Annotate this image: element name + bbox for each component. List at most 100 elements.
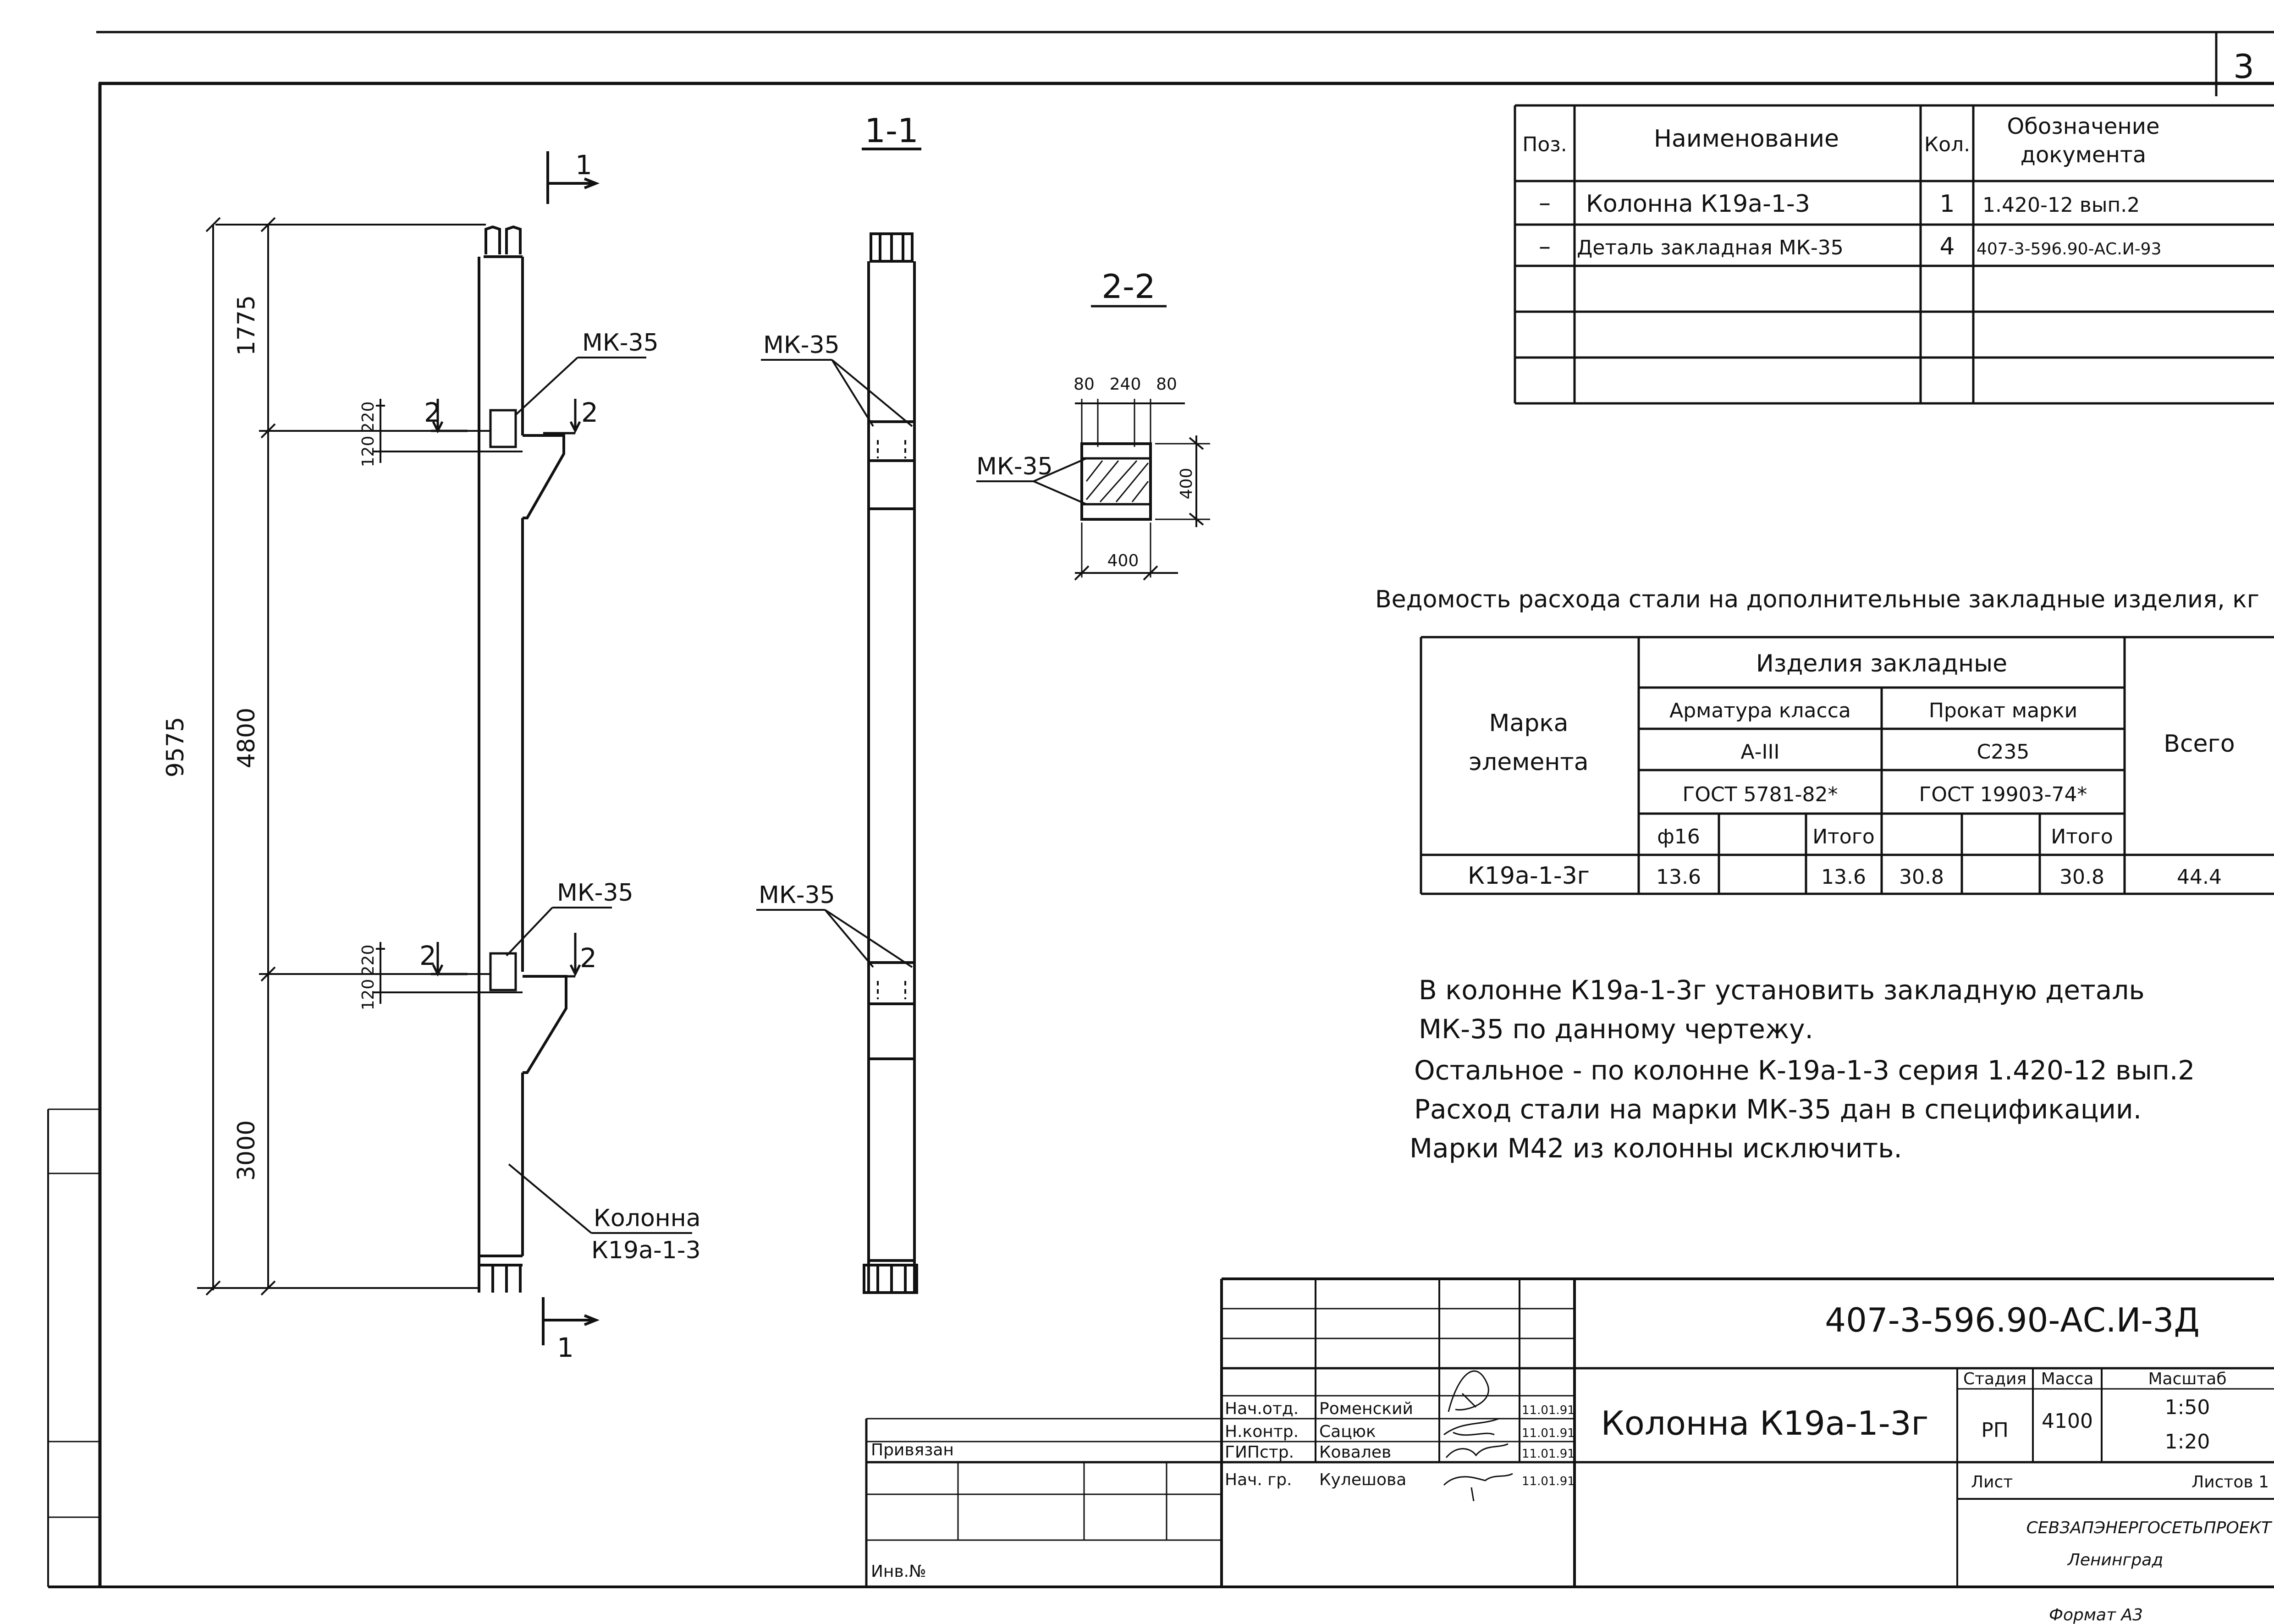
tb-mass: 4100 xyxy=(2042,1409,2093,1433)
spec-r1-qty: 1 xyxy=(1939,190,1955,218)
tb-stage: РП xyxy=(1981,1419,2009,1442)
tb-scale-1: 1:50 xyxy=(2165,1396,2210,1419)
steel-sub-5: Итого xyxy=(2051,825,2113,848)
elevation-dimensions xyxy=(197,217,523,1296)
spec-h-qty: Кол. xyxy=(1924,133,1970,156)
tb-inv: Инв.№ xyxy=(871,1562,926,1581)
dim-3000: 3000 xyxy=(233,1120,260,1181)
cut-marks-2-2 xyxy=(431,399,581,978)
sec22-mk: МК-35 xyxy=(976,453,1053,480)
steel-cell-rebar-total: 13.6 xyxy=(1821,865,1866,889)
steel-subheaders: ф16 Итого Итого xyxy=(1657,825,2113,848)
steel-h-rolled-grade: С235 xyxy=(1977,740,2030,764)
section-1-1-details xyxy=(877,440,906,999)
note-line-4: Расход стали на марки МК-35 дан в специф… xyxy=(1414,1094,2142,1125)
cut2-right-upper: 2 xyxy=(581,397,598,428)
column-label-1: Колонна xyxy=(594,1205,701,1232)
elev-mk-upper: МК-35 xyxy=(582,329,659,357)
page-number: 3 xyxy=(2233,47,2254,86)
section-2-2-title: 2-2 xyxy=(1101,267,1156,306)
tb-org-1: СЕВЗАПЭНЕРГОСЕТЬПРОЕКТ xyxy=(2026,1519,2273,1537)
staff-date-2: 11.01.91 xyxy=(1522,1447,1575,1461)
cut2-left-upper: 2 xyxy=(424,397,441,428)
tb-format: Формат А3 xyxy=(2049,1606,2143,1624)
section-mark-top: 1 xyxy=(575,149,592,181)
elevation-leaders xyxy=(506,357,692,1234)
title-block-grid xyxy=(865,1277,2274,1587)
spec-table-grid xyxy=(1514,104,2274,405)
spec-h-doc: Обозначение документа xyxy=(2007,114,2160,168)
steel-cell-total: 44.4 xyxy=(2177,865,2222,889)
steel-sub-2: Итого xyxy=(1812,825,1875,848)
dim-120-lower: 120 xyxy=(359,979,378,1011)
spec-r2-qty: 4 xyxy=(1939,233,1955,260)
tb-org-2: Ленинград xyxy=(2067,1551,2163,1569)
section-1-marks xyxy=(542,151,600,1345)
spec-h-name: Наименование xyxy=(1654,125,1839,153)
note-line-1: В колонне К19а-1-3г установить закладную… xyxy=(1419,974,2145,1006)
steel-sub-0: ф16 xyxy=(1657,825,1700,848)
steel-h-rebar-gost: ГОСТ 5781-82* xyxy=(1683,783,1838,806)
steel-cell-f16: 13.6 xyxy=(1656,865,1701,889)
sheet-frame xyxy=(47,31,2274,1588)
staff-date-3: 11.01.91 xyxy=(1522,1475,1575,1488)
spec-r1-pos: – xyxy=(1539,189,1551,217)
staff-name-2: Ковалев xyxy=(1319,1443,1391,1462)
note-line-2: МК-35 по данному чертежу. xyxy=(1419,1013,1813,1045)
dim-4800: 4800 xyxy=(233,708,260,768)
staff-role-1: Н.контр. xyxy=(1225,1422,1299,1441)
tb-linked: Привязан xyxy=(871,1441,954,1459)
dim-80-a: 80 xyxy=(1074,375,1095,394)
tb-staff: Нач.отд. Роменский 11.01.91 Н.контр. Сац… xyxy=(1225,1399,1575,1489)
elev-mk-lower: МК-35 xyxy=(557,879,633,907)
note-line-3: Остальное - по колонне К-19а-1-3 серия 1… xyxy=(1414,1055,2195,1086)
staff-name-3: Кулешова xyxy=(1319,1470,1406,1489)
sec11-mk-upper: МК-35 xyxy=(763,331,840,359)
signatures xyxy=(1443,1370,1513,1502)
cut2-right-lower: 2 xyxy=(580,942,597,974)
spec-r2-pos: – xyxy=(1539,233,1551,260)
section-1-1-title: 1-1 xyxy=(864,111,919,150)
steel-row: К19а-1-3г 13.6 13.6 30.8 30.8 44.4 xyxy=(1468,862,2222,890)
tb-sheet-label: Лист xyxy=(1971,1473,2013,1492)
steel-h-rolled: Прокат марки xyxy=(1929,699,2077,722)
steel-h-total: Всего xyxy=(2164,730,2235,758)
note-line-5: Марки М42 из колонны исключить. xyxy=(1410,1133,1902,1164)
dim-9575: 9575 xyxy=(162,717,189,777)
tb-scale-h: Масштаб xyxy=(2148,1370,2226,1388)
steel-table-grid xyxy=(1420,636,2274,895)
spec-rows: – Колонна К19а-1-3 1 1.420-12 вып.2 – Де… xyxy=(1539,189,2162,260)
staff-name-0: Роменский xyxy=(1319,1399,1413,1418)
dim-220-upper: 220 xyxy=(359,402,378,433)
spec-r2-name: Деталь закладная МК-35 xyxy=(1577,236,1844,259)
notes: В колонне К19а-1-3г установить закладную… xyxy=(1410,974,2195,1164)
steel-h-mark-2: элемента xyxy=(1469,749,1588,776)
section-1-1-view xyxy=(862,148,921,1294)
steel-cell-rolled-total: 30.8 xyxy=(2059,865,2104,889)
staff-name-1: Сацюк xyxy=(1319,1422,1376,1441)
steel-title: Ведомость расхода стали на дополнительны… xyxy=(1375,586,2259,613)
tb-mass-h: Масса xyxy=(2041,1370,2094,1388)
staff-role-3: Нач. гр. xyxy=(1225,1470,1292,1489)
spec-h-doc-wrap: Обозначение документа xyxy=(2007,114,2160,168)
staff-date-1: 11.01.91 xyxy=(1522,1426,1575,1440)
sec11-mk-lower: МК-35 xyxy=(759,881,835,909)
tb-name: Колонна К19а-1-3г xyxy=(1601,1404,1929,1442)
staff-role-0: Нач.отд. xyxy=(1225,1399,1299,1418)
column-elevation xyxy=(478,225,567,1293)
spec-r1-name: Колонна К19а-1-3 xyxy=(1586,190,1810,218)
section-1-1-leaders xyxy=(756,359,913,968)
dim-220-lower: 220 xyxy=(359,945,378,976)
steel-cell-mark: К19а-1-3г xyxy=(1468,862,1590,890)
tb-stage-h: Стадия xyxy=(1963,1370,2026,1388)
steel-h-items: Изделия закладные xyxy=(1756,650,2007,677)
steel-h-rebar-class: А-III xyxy=(1741,740,1780,764)
tb-scale-2: 1:20 xyxy=(2165,1430,2210,1453)
steel-h-mark-1: Марка xyxy=(1489,710,1568,737)
steel-cell-rolled: 30.8 xyxy=(1899,865,1944,889)
dim-1775: 1775 xyxy=(233,295,260,356)
column-label-2: К19а-1-3 xyxy=(591,1237,701,1264)
steel-h-rolled-gost: ГОСТ 19903-74* xyxy=(1919,783,2087,806)
spec-r2-doc: 407-3-596.90-АС.И-93 xyxy=(1977,240,2162,259)
